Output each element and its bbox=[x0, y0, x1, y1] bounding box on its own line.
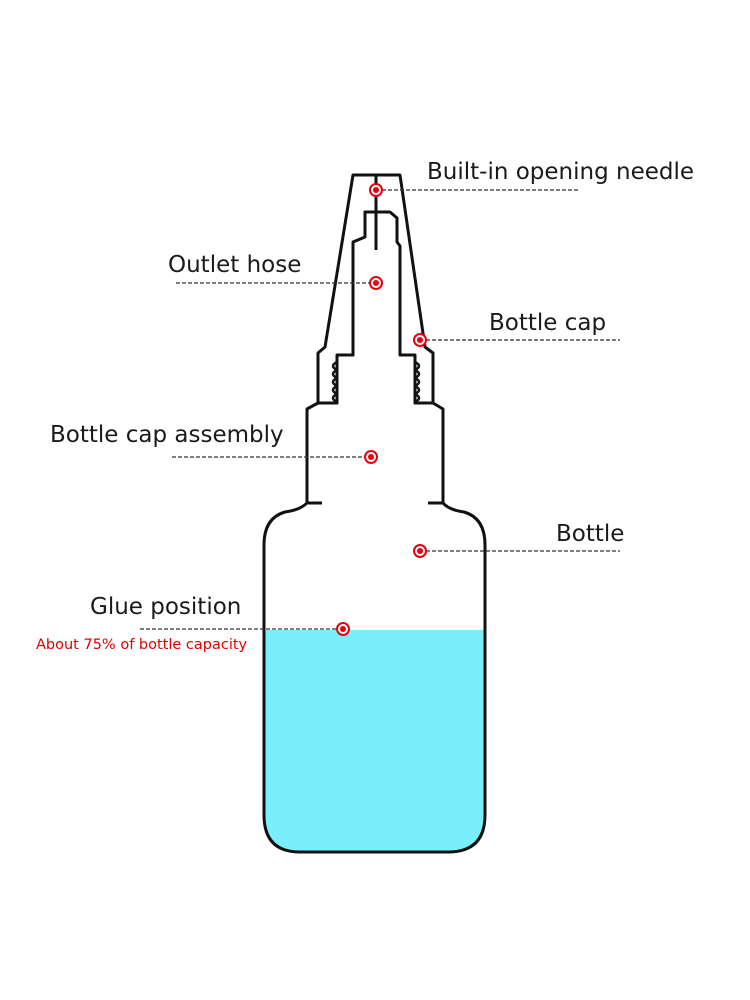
thread-left bbox=[331, 360, 339, 404]
outlet-hose-outline bbox=[318, 210, 433, 405]
label-glue: Glue position bbox=[90, 594, 242, 620]
bottle-outline bbox=[262, 501, 487, 854]
glue-fill bbox=[264, 630, 485, 852]
label-cap: Bottle cap bbox=[489, 310, 607, 336]
marker-assembly bbox=[364, 450, 378, 464]
marker-cap bbox=[413, 333, 427, 347]
thread-right bbox=[413, 360, 421, 404]
marker-glue bbox=[336, 622, 350, 636]
marker-bottle bbox=[413, 544, 427, 558]
label-assembly: Bottle cap assembly bbox=[50, 422, 284, 448]
label-needle: Built-in opening needle bbox=[427, 159, 695, 185]
glue-capacity-note: About 75% of bottle capacity bbox=[36, 637, 248, 653]
marker-hose bbox=[369, 276, 383, 290]
marker-needle bbox=[369, 183, 383, 197]
label-hose: Outlet hose bbox=[168, 252, 302, 278]
label-bottle: Bottle bbox=[556, 521, 625, 547]
